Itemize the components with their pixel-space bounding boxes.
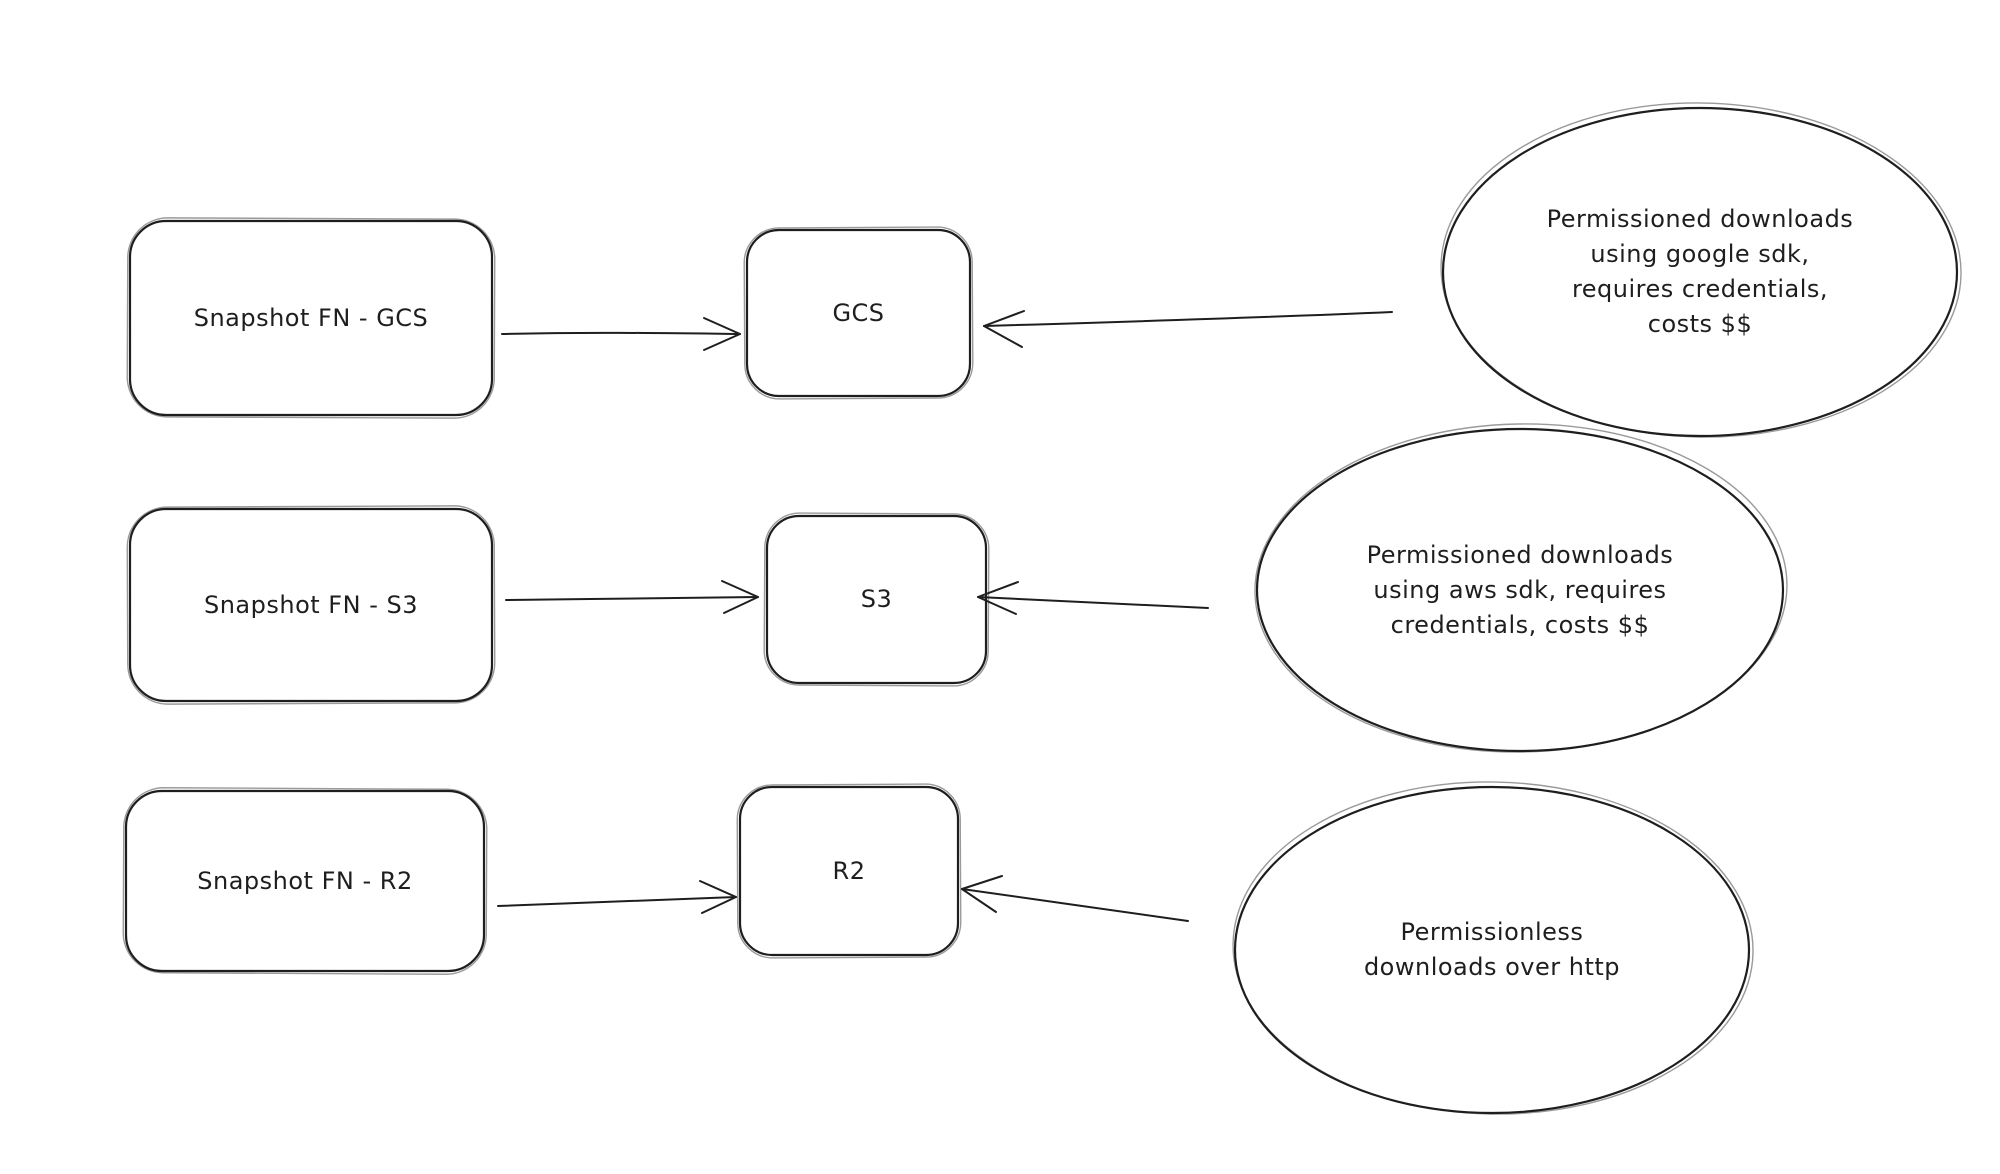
arrow-snapshot-r2-to-r2[interactable] xyxy=(497,880,737,914)
note-ellipse-r2-shape[interactable] xyxy=(1230,778,1756,1119)
r2-shape[interactable] xyxy=(736,783,962,959)
gcs-node[interactable]: GCS xyxy=(745,228,972,398)
note-gcs-node[interactable]: Permissioned downloads using google sdk,… xyxy=(1460,152,1940,392)
note-ellipse-gcs-shape[interactable] xyxy=(1438,99,1964,442)
gcs-shape[interactable] xyxy=(743,226,974,400)
gcs-label: GCS xyxy=(832,298,885,327)
note-s3-node[interactable]: Permissioned downloads using aws sdk, re… xyxy=(1280,480,1760,700)
arrow-snapshot-s3-to-s3[interactable] xyxy=(505,580,759,614)
s3-label: S3 xyxy=(860,585,893,613)
arrow-note-s3-to-s3[interactable] xyxy=(977,581,1209,615)
s3-node[interactable]: S3 xyxy=(765,514,988,685)
note-r2-text: Permissionless downloads over http xyxy=(1363,918,1621,981)
arrow-note-r2-to-r2[interactable] xyxy=(961,875,1189,922)
note-gcs-text: Permissioned downloads using google sdk,… xyxy=(1546,205,1854,338)
snapshot-fn-gcs-shape[interactable] xyxy=(126,217,496,419)
snapshot-fn-gcs-label: Snapshot FN - GCS xyxy=(193,303,429,332)
snapshot-fn-s3-node[interactable]: Snapshot FN - S3 xyxy=(128,507,494,703)
r2-node[interactable]: R2 xyxy=(738,785,960,957)
snapshot-fn-s3-shape[interactable] xyxy=(126,505,496,705)
snapshot-fn-r2-node[interactable]: Snapshot FN - R2 xyxy=(124,789,486,973)
note-ellipse-s3-shape[interactable] xyxy=(1252,419,1790,756)
note-r2-node[interactable]: Permissionless downloads over http xyxy=(1252,840,1732,1060)
snapshot-fn-s3-label: Snapshot FN - S3 xyxy=(203,590,418,619)
arrow-note-gcs-to-gcs[interactable] xyxy=(983,310,1393,348)
snapshot-fn-r2-shape[interactable] xyxy=(122,787,488,975)
arrow-snapshot-gcs-to-gcs[interactable] xyxy=(501,317,741,351)
snapshot-fn-r2-label: Snapshot FN - R2 xyxy=(197,866,413,895)
note-s3-text: Permissioned downloads using aws sdk, re… xyxy=(1366,540,1674,639)
snapshot-fn-gcs-node[interactable]: Snapshot FN - GCS xyxy=(128,219,494,417)
r2-label: R2 xyxy=(832,856,866,885)
